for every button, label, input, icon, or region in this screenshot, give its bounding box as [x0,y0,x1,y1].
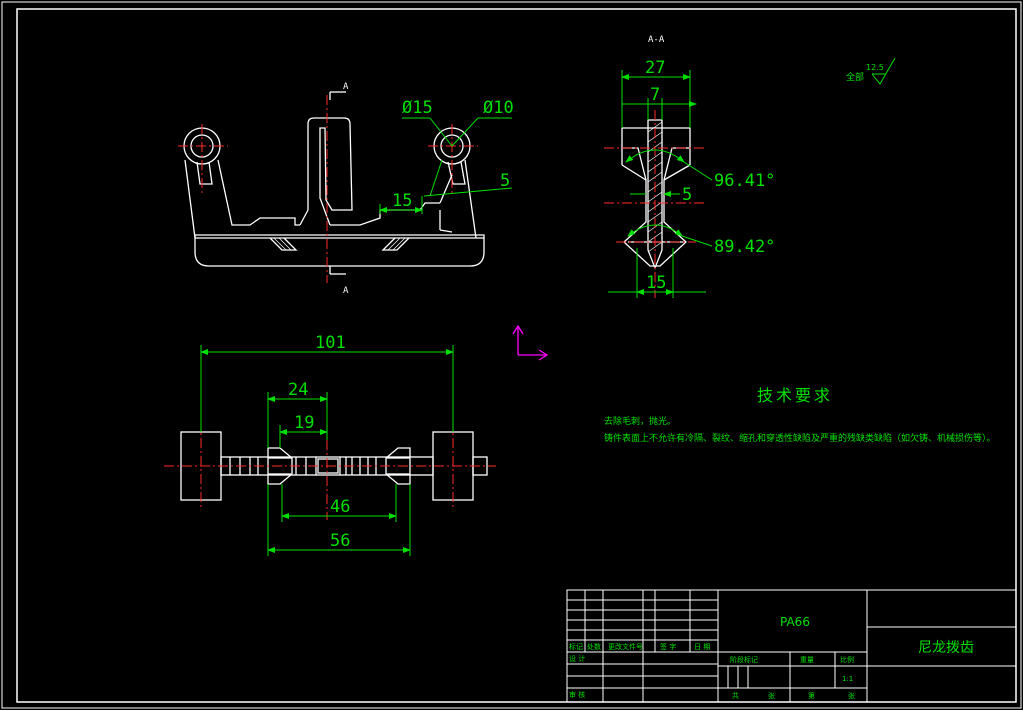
dim-7: 7 [650,85,660,105]
dim-101: 101 [315,333,346,353]
dim-24: 24 [288,380,308,400]
tech-title: 技术要求 [757,386,833,405]
dim-phi15: Ø15 [402,98,433,118]
sheet-total-label: 共 [732,691,739,700]
front-view: A A [178,82,514,296]
stage-header: 阶段标记 [730,655,758,664]
section-view: A-A [604,35,775,298]
section-label: A-A [648,35,665,45]
svg-text:全部: 全部 [846,71,864,83]
dim-angle-89: 89.42° [714,237,775,257]
sheet-total-unit: 张 [768,691,775,700]
dim-phi10: Ø10 [483,98,514,118]
roughness-symbol: 全部 12.5 [846,57,896,85]
dim-46: 46 [330,497,350,517]
scale-header: 比例 [840,655,854,664]
material-name: PA66 [780,615,810,629]
dim-5-front: 5 [500,171,510,191]
sign-row-design: 设 计 [569,654,585,663]
tech-line-2: 铸件表面上不允许有冷隔、裂纹、缩孔和穿透性缺陷及严重的残缺类缺陷（如欠铸、机械损… [604,432,996,444]
dim-56: 56 [330,531,350,551]
dim-27: 27 [645,58,665,78]
rev-header-4: 签 字 [660,642,676,651]
dim-5-side: 5 [682,185,692,205]
sheet-num-unit: 张 [848,691,855,700]
section-outline [621,127,691,267]
dim-19: 19 [294,413,314,433]
tech-requirements: 技术要求 去除毛刺，抛光。 铸件表面上不允许有冷隔、裂纹、缩孔和穿透性缺陷及严重… [604,386,996,444]
title-block: 标记 处数 更改文件号 签 字 日 期 设 计 审 核 PA66 阶段标记 重量… [566,589,1017,703]
rev-header-5: 日 期 [694,643,710,651]
drawing-frame [16,8,1017,703]
dim-15-side: 15 [646,273,666,293]
sign-row-review: 审 核 [569,690,585,699]
front-base-outline [194,234,485,267]
dim-angle-96: 96.41° [714,171,775,191]
ucs-icon [512,324,549,361]
rev-header-3: 更改文件号 [608,642,643,651]
top-view: 101 24 19 46 56 [164,333,496,556]
section-mark-top: A [343,82,349,92]
rev-header-1: 标记 [569,642,583,651]
svg-text:12.5: 12.5 [866,63,884,72]
dim-15-front: 15 [392,191,412,211]
tech-line-1: 去除毛刺，抛光。 [604,415,676,427]
weight-header: 重量 [800,656,814,664]
scale-value: 1:1 [842,675,853,683]
section-mark-bottom: A [343,286,349,296]
part-name: 尼龙拨齿 [918,640,974,656]
sheet-num-label: 第 [808,691,815,700]
rev-header-2: 处数 [587,642,601,651]
